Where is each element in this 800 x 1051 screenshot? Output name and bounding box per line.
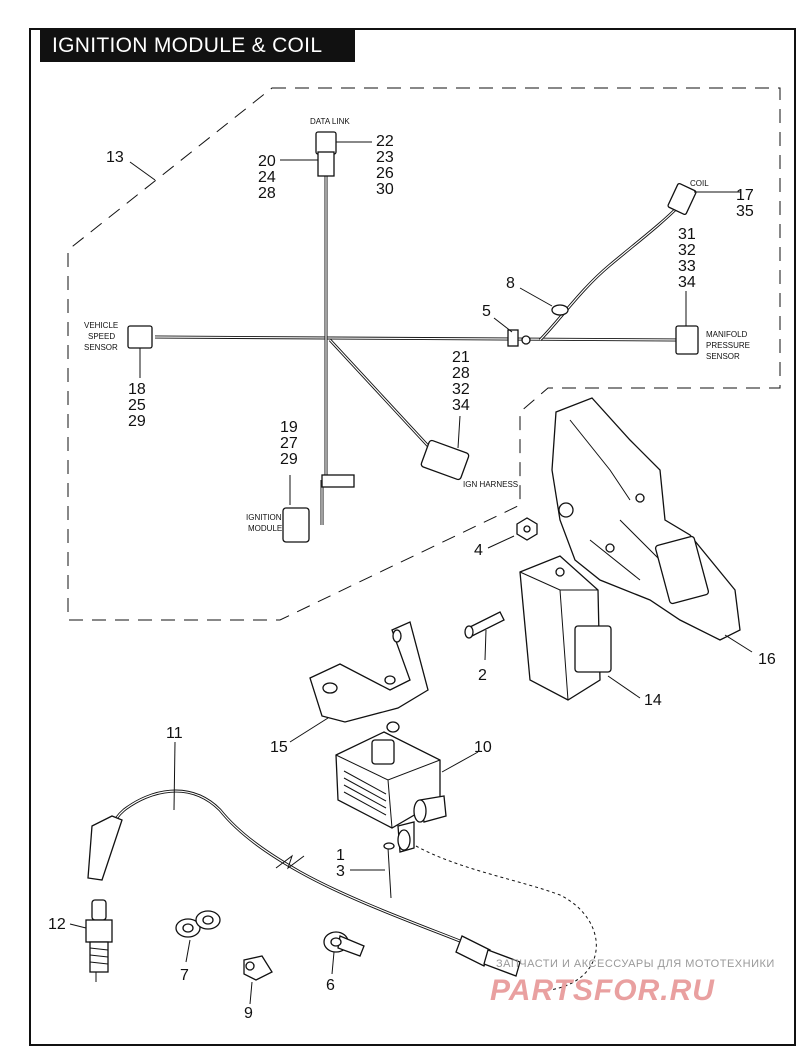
callout-23: 23 [376,149,394,166]
callout-19: 19 [280,419,298,436]
callout-14: 14 [644,692,662,709]
coil-label: COIL [690,179,709,188]
diagram-title: IGNITION MODULE & COIL [40,30,355,62]
vss-label-2: SPEED [88,332,115,341]
data-link-connector [280,131,372,177]
main-harness [154,175,682,525]
ign-harness-label: IGN HARNESS [463,480,518,489]
callout-3: 3 [336,863,345,880]
ignition-module-connector [282,474,355,543]
coil-bracket-15 [289,621,429,743]
callout-34-ig: 34 [452,397,470,414]
mounting-bracket-16 [551,397,753,653]
spark-plug-12 [69,899,113,982]
callout-10: 10 [474,739,492,756]
callout-24: 24 [258,169,276,186]
clip-6 [323,931,365,975]
callout-6: 6 [326,977,335,994]
callout-30: 30 [376,181,394,198]
callout-25: 25 [128,397,146,414]
callout-8: 8 [506,275,515,292]
nut-4 [487,517,538,549]
callout-9: 9 [244,1005,253,1022]
screw-2 [464,611,505,661]
vss-connector [127,325,153,378]
callout-2: 2 [478,667,487,684]
screw-1-3 [350,842,395,899]
callout-1: 1 [336,847,345,864]
callout-13: 13 [106,149,124,166]
callout-12: 12 [48,916,66,933]
clip-8 [519,287,569,316]
vss-label-3: SENSOR [84,343,118,352]
watermark-brand: PARTSFOR.RU [490,974,715,1007]
callout-29-vss: 29 [128,413,146,430]
callout-18: 18 [128,381,146,398]
manifold-pressure-sensor [675,291,699,355]
callout-31: 31 [678,226,696,243]
ignition-coil-10 [335,721,479,853]
spark-plug-wire-11 [87,741,597,991]
ignition-module-label-1: IGNITION [246,513,282,522]
diagram-frame [29,28,796,1046]
callout-32-mp: 32 [678,242,696,259]
vss-label-1: VEHICLE [84,321,118,330]
callout-11: 11 [166,725,183,742]
callout-26: 26 [376,165,394,182]
manifold-label-3: SENSOR [706,352,740,361]
callout-29-im: 29 [280,451,298,468]
ign-harness-connector [420,415,470,481]
leader-13 [129,161,156,181]
callout-17: 17 [736,187,754,204]
callout-15: 15 [270,739,288,756]
callout-28-dl: 28 [258,185,276,202]
ignition-module-label-2: MODULE [248,524,282,533]
callout-33: 33 [678,258,696,275]
callout-21: 21 [452,349,470,366]
coil-connector [667,182,740,216]
callout-22: 22 [376,133,394,150]
callout-16: 16 [758,651,776,668]
callout-5: 5 [482,303,491,320]
callout-27: 27 [280,435,298,452]
data-link-label: DATA LINK [310,117,350,126]
watermark-tagline: ЗАПЧАСТИ И АКСЕССУАРЫ ДЛЯ МОТОТЕХНИКИ [496,958,775,970]
harness-boundary [67,87,781,621]
callout-35: 35 [736,203,754,220]
callout-28-ig: 28 [452,365,470,382]
ignition-module-14 [519,555,641,701]
callout-4: 4 [474,542,483,559]
manifold-label-1: MANIFOLD [706,330,748,339]
clip-7 [175,910,221,963]
callout-32-ig: 32 [452,381,470,398]
callout-20: 20 [258,153,276,170]
clip-9 [243,955,273,1005]
callout-7: 7 [180,967,189,984]
clip-5 [493,317,531,347]
callout-34-mp: 34 [678,274,696,291]
manifold-label-2: PRESSURE [706,341,750,350]
